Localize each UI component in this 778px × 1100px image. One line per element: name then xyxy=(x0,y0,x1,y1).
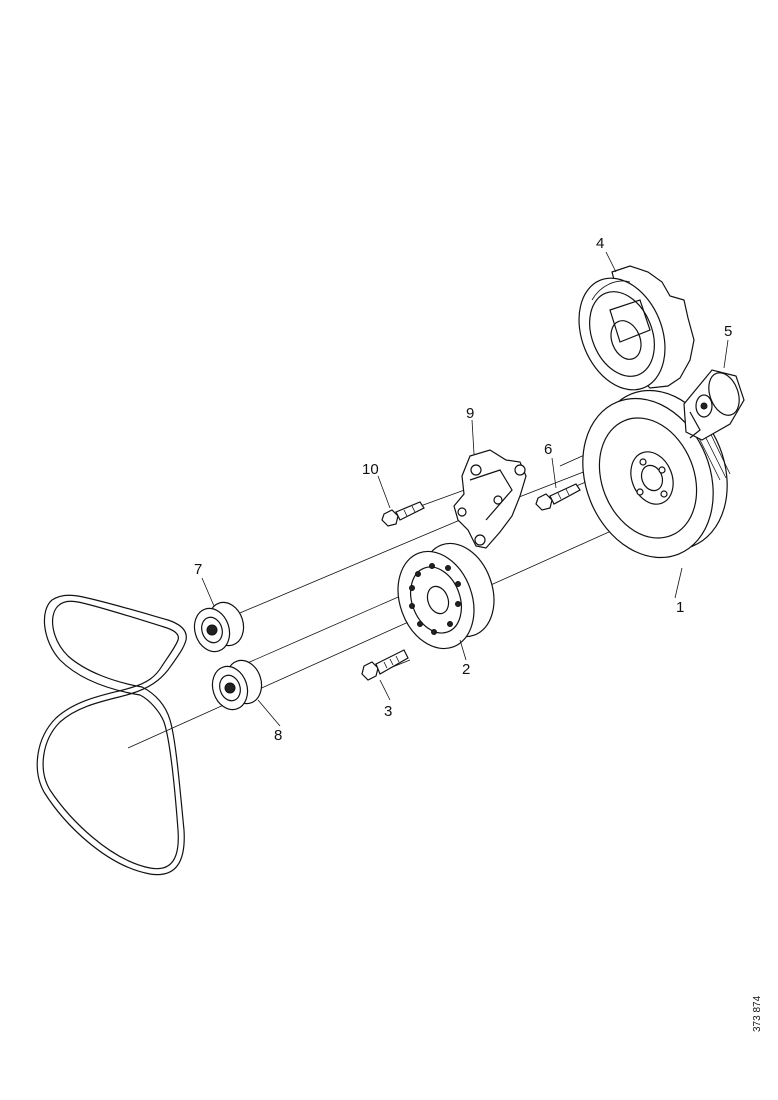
part-label-1: 1 xyxy=(676,599,684,616)
leader-lines xyxy=(201,251,729,727)
accessory-pulley-4 xyxy=(578,265,695,391)
figure-id: 373 874 xyxy=(752,995,763,1032)
part-labels: 1 2 3 4 5 6 7 8 9 10 xyxy=(194,235,732,744)
part-label-5: 5 xyxy=(724,323,732,340)
drive-pulley-2 xyxy=(397,542,495,650)
belt-tensioner-5 xyxy=(683,369,745,441)
part-label-3: 3 xyxy=(384,703,392,720)
part-label-7: 7 xyxy=(194,561,202,578)
part-label-4: 4 xyxy=(596,235,604,252)
part-label-6: 6 xyxy=(544,441,552,458)
bolt-10 xyxy=(381,501,425,527)
bracket-9 xyxy=(453,449,527,549)
part-label-8: 8 xyxy=(274,727,282,744)
part-label-2: 2 xyxy=(462,661,470,678)
part-label-9: 9 xyxy=(466,405,474,422)
drive-belt xyxy=(36,594,187,876)
idler-pulley-8 xyxy=(211,659,263,711)
idler-pulley-7 xyxy=(193,601,245,653)
part-label-10: 10 xyxy=(362,461,379,478)
bolt-6 xyxy=(535,483,581,511)
bolt-3 xyxy=(361,649,409,681)
